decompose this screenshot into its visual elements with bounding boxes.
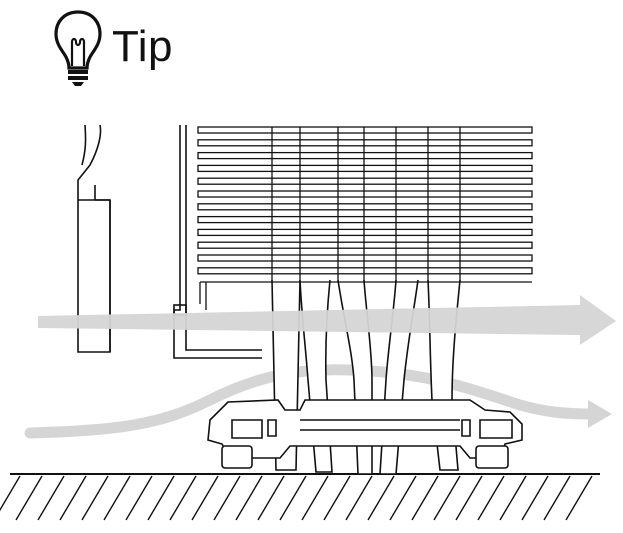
cooling-fin: [197, 164, 533, 173]
ground-hatch-line: [235, 475, 263, 521]
ground-hatch-line: [125, 475, 153, 521]
ground-hatch-line: [103, 475, 131, 521]
cooling-fin: [197, 241, 533, 249]
ground-hatch-line: [213, 475, 241, 521]
cooling-fin: [197, 267, 533, 275]
ground-hatch-line: [521, 475, 549, 521]
ground-hatch-line: [81, 475, 109, 521]
cooling-fin: [197, 177, 533, 185]
ground-hatch-line: [389, 475, 417, 521]
ground-hatch-line: [169, 475, 197, 521]
ground-hatch-line: [15, 475, 43, 521]
ground-hatch-line: [37, 475, 65, 521]
ground-hatch-line: [499, 475, 527, 521]
upper-airflow-arrow: [38, 295, 616, 345]
ground-hatch-line: [147, 475, 175, 521]
ground-hatch-line: [345, 475, 373, 521]
ground-hatch-line: [433, 475, 461, 521]
cooling-fin: [197, 203, 533, 211]
ground-hatch-line: [191, 475, 219, 521]
ground-hatch-line: [565, 475, 593, 521]
cooling-fin: [197, 215, 533, 224]
ground-hatch-line: [59, 475, 87, 521]
cooling-fin: [197, 190, 533, 198]
ground-hatch-line: [279, 475, 307, 521]
cooling-fin: [197, 139, 533, 147]
cooling-fin: [197, 151, 533, 160]
cooling-fin: [197, 126, 533, 134]
ground-hatch-line: [0, 475, 21, 512]
cooling-fin: [197, 254, 533, 262]
ground-hatch-line: [301, 475, 329, 521]
tip-title: Tip: [112, 22, 173, 71]
cooling-fin: [197, 228, 533, 237]
lightbulb-icon: [54, 10, 102, 86]
ground-hatch-line: [367, 475, 395, 521]
ground-hatch-line: [411, 475, 439, 521]
tip-header: Tip: [50, 10, 173, 86]
cooler-base: [207, 399, 523, 469]
ground-hatch-line: [455, 475, 483, 521]
ground-surface: [0, 473, 600, 521]
ground-hatch-line: [477, 475, 505, 521]
ground-hatch-line: [543, 475, 571, 521]
ground-hatch-line: [257, 475, 285, 521]
ground-hatch-line: [323, 475, 351, 521]
lower-airflow-arrow: [24, 364, 612, 439]
fin-stack: [197, 126, 533, 310]
